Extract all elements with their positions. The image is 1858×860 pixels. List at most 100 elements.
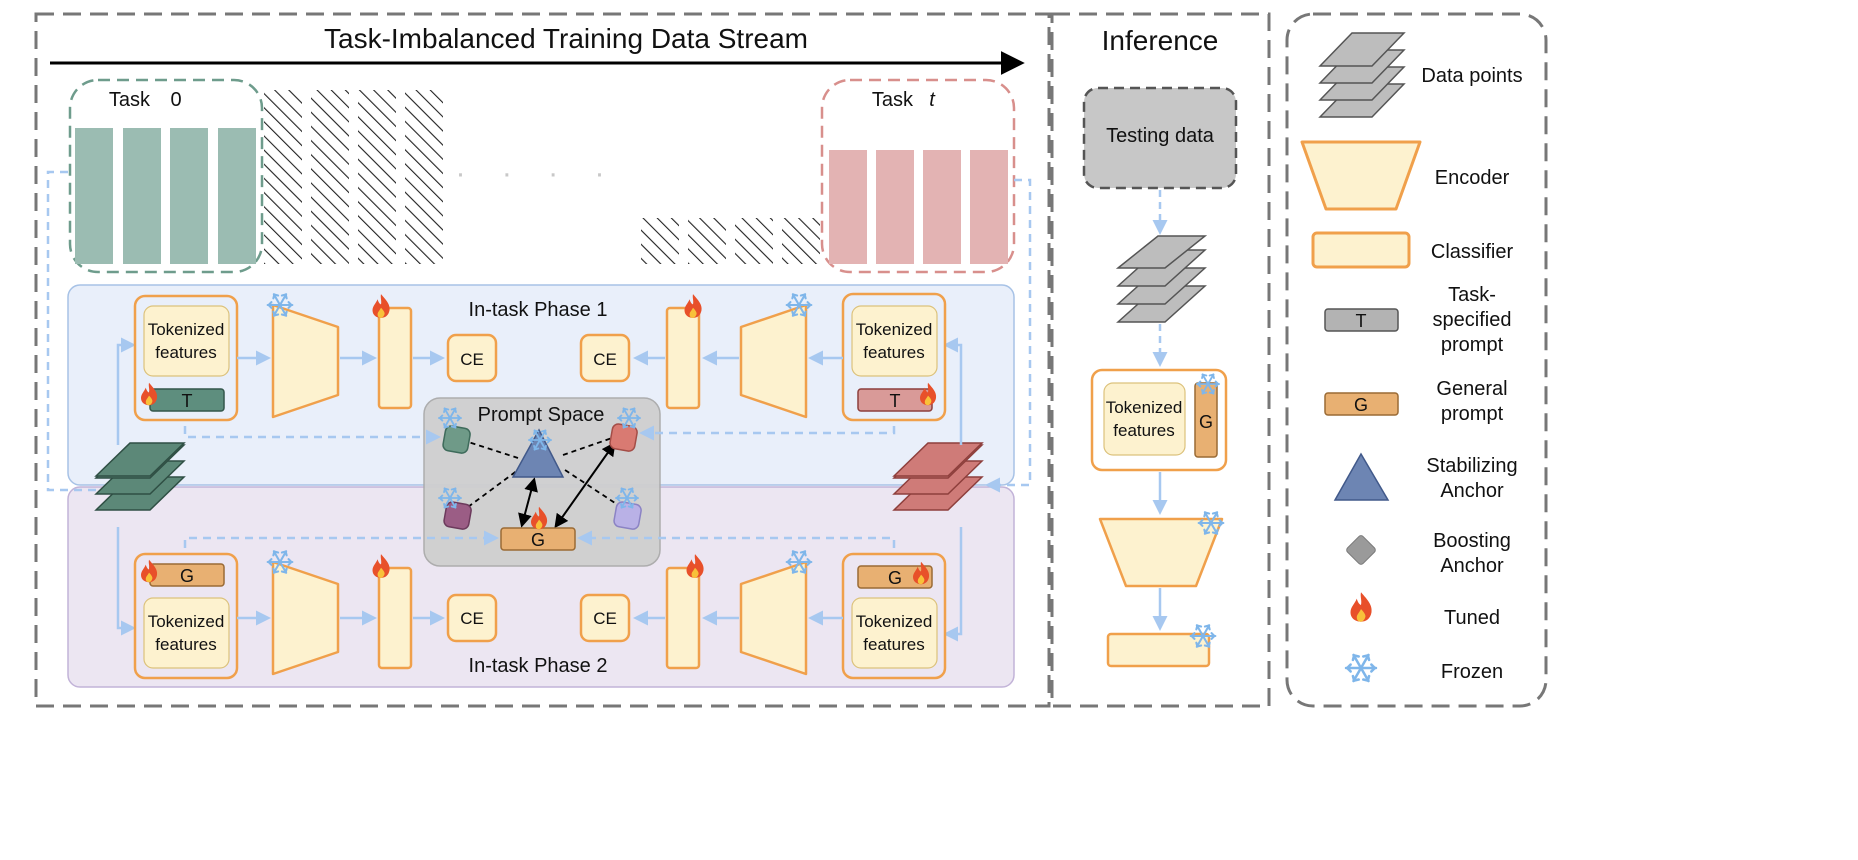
ce-label: CE [460, 609, 484, 628]
classifier [665, 566, 701, 670]
hatched-bars-right [641, 218, 820, 264]
general-prompt-label: G [180, 566, 194, 586]
tokenized-features [1103, 382, 1186, 456]
hatched-bar [358, 90, 396, 264]
tokenized-label: Tokenized [1106, 398, 1183, 417]
ellipsis: · · · · [456, 157, 619, 190]
features-label: features [863, 635, 924, 654]
legend-frame [1285, 12, 1548, 708]
taskt-bar [923, 150, 961, 264]
stabilizing-anchor [511, 428, 565, 478]
legend-task-prompt-l1: Task- [1448, 284, 1496, 306]
ce-loss [446, 593, 498, 643]
legend-stabilizing-icon [1333, 452, 1390, 501]
task0-bars [75, 128, 256, 264]
tokenized-label: Tokenized [856, 612, 933, 631]
legend-task-prompt-l2: specified [1433, 309, 1512, 331]
ce-loss [579, 593, 631, 643]
features-label: features [155, 343, 216, 362]
legend-flame-icon [1350, 592, 1372, 622]
tokenized-label: Tokenized [856, 320, 933, 339]
inference-data-stack [1115, 235, 1208, 323]
hatched-bar [735, 218, 773, 264]
general-prompt-label: G [888, 568, 902, 588]
stream-title: Task-Imbalanced Training Data Stream [324, 23, 808, 54]
legend-stabilizing-l2: Anchor [1440, 480, 1504, 502]
phase1-title: In-task Phase 1 [469, 299, 608, 321]
task0-bar [218, 128, 256, 264]
legend-boosting-icon [1346, 535, 1376, 565]
ce-label: CE [460, 350, 484, 369]
task0-bar [123, 128, 161, 264]
boosting-anchor-purple [443, 501, 472, 530]
legend-stabilizing-l1: Stabilizing [1426, 455, 1517, 477]
task0-label-prefix: Task [109, 89, 151, 111]
task-prompt-label: T [182, 391, 193, 411]
legend-general-prompt-l1: General [1436, 378, 1507, 400]
taskt-data-stack [892, 442, 984, 511]
encoder [739, 303, 808, 419]
boost-g-arrow [554, 441, 616, 529]
legend-general-prompt-icon [1324, 392, 1399, 416]
general-prompt-label: G [1199, 412, 1213, 432]
tokenized-features [143, 305, 230, 377]
legend-tuned: Tuned [1444, 607, 1500, 629]
boosting-anchor-lilac [613, 501, 642, 530]
legend-data-points-icon [1318, 32, 1406, 118]
task0-data-stack [94, 442, 186, 511]
tokenized-features [851, 305, 938, 377]
tokenized-label: Tokenized [148, 320, 225, 339]
phase2-title: In-task Phase 2 [469, 655, 608, 677]
testing-data-box [1082, 86, 1238, 190]
general-prompt-label: G [531, 530, 545, 550]
task0-label-num: 0 [170, 89, 181, 111]
legend-frozen: Frozen [1441, 661, 1503, 683]
legend-classifier: Classifier [1431, 241, 1514, 263]
ce-loss [579, 333, 631, 383]
general-prompt-vertical [1194, 382, 1218, 458]
general-prompt [857, 565, 933, 589]
inference-frame [1050, 12, 1271, 708]
ce-label: CE [593, 350, 617, 369]
legend-data-points: Data points [1421, 65, 1522, 87]
tokenized-label: Tokenized [148, 612, 225, 631]
task0-bar [170, 128, 208, 264]
legend-task-prompt-icon [1324, 308, 1399, 332]
encoder [271, 560, 340, 676]
features-label: features [1113, 421, 1174, 440]
legend-encoder: Encoder [1435, 167, 1510, 189]
tokenized-features [851, 597, 938, 669]
taskt-group [820, 78, 1016, 274]
inference-title: Inference [1102, 25, 1219, 56]
features-label: features [155, 635, 216, 654]
legend-general-prompt-letter: G [1354, 395, 1368, 415]
hatched-bar [405, 90, 443, 264]
classifier [665, 306, 701, 410]
prompt-space-title: Prompt Space [478, 404, 605, 426]
hatched-bar [688, 218, 726, 264]
taskt-bar [970, 150, 1008, 264]
encoder [271, 303, 340, 419]
task0-group [68, 78, 264, 274]
taskt-label-prefix: Task [872, 89, 914, 111]
encoder [1098, 517, 1224, 588]
testing-data-label: Testing data [1106, 125, 1215, 147]
legend: Data points Encoder Classifier T Task- s… [1300, 32, 1523, 683]
classifier [1106, 632, 1211, 668]
training-frame [34, 12, 1051, 708]
classifier [377, 566, 413, 670]
boosting-anchor-task0 [442, 425, 471, 454]
task0-dashed-path [46, 170, 100, 492]
ce-label: CE [593, 609, 617, 628]
task0-bar [75, 128, 113, 264]
legend-task-prompt-l3: prompt [1441, 334, 1504, 356]
legend-boosting-l2: Anchor [1440, 555, 1504, 577]
encoder [739, 560, 808, 676]
legend-classifier-icon [1311, 231, 1411, 269]
taskt-bar [829, 150, 867, 264]
taskt-dashed-path [985, 178, 1032, 493]
features-label: features [863, 343, 924, 362]
legend-boosting-l1: Boosting [1433, 530, 1511, 552]
hatched-bar [264, 90, 302, 264]
